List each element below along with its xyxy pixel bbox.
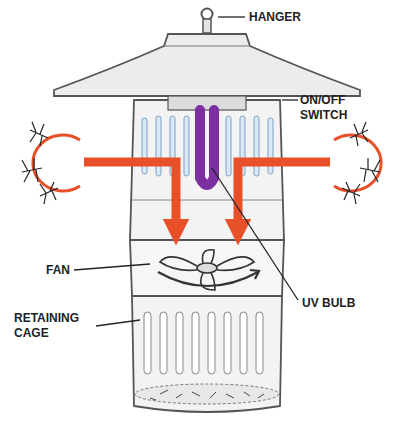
uv-bulb — [200, 110, 214, 185]
roof — [54, 34, 360, 96]
lure-circles — [33, 135, 381, 191]
bulb-socket — [168, 96, 246, 110]
fan-housing — [130, 240, 284, 296]
part-label: UV BULB — [302, 296, 382, 311]
fan — [158, 250, 259, 290]
mesh-floor — [135, 384, 279, 404]
leader-line — [96, 320, 140, 326]
mosquitoes — [22, 122, 380, 204]
vent-slots — [142, 116, 273, 176]
upper-body — [130, 100, 284, 240]
part-label: FAN — [46, 263, 86, 278]
cage-slots — [144, 312, 263, 374]
body-ring — [132, 200, 282, 201]
roof-edge — [164, 46, 250, 47]
leader-line — [74, 264, 150, 270]
part-label: RETAINING CAGE — [14, 311, 94, 341]
leader-line — [282, 99, 298, 100]
airflow-arrows — [84, 162, 330, 232]
trapped-insects — [150, 390, 264, 400]
leader-line — [212, 168, 298, 300]
retaining-cage — [132, 296, 282, 412]
part-label: ON/OFF SWITCH — [300, 93, 358, 123]
part-label: HANGER — [249, 10, 329, 25]
leader-line — [218, 16, 245, 17]
hanger-stem — [203, 19, 211, 33]
hanger-ring — [202, 9, 213, 20]
